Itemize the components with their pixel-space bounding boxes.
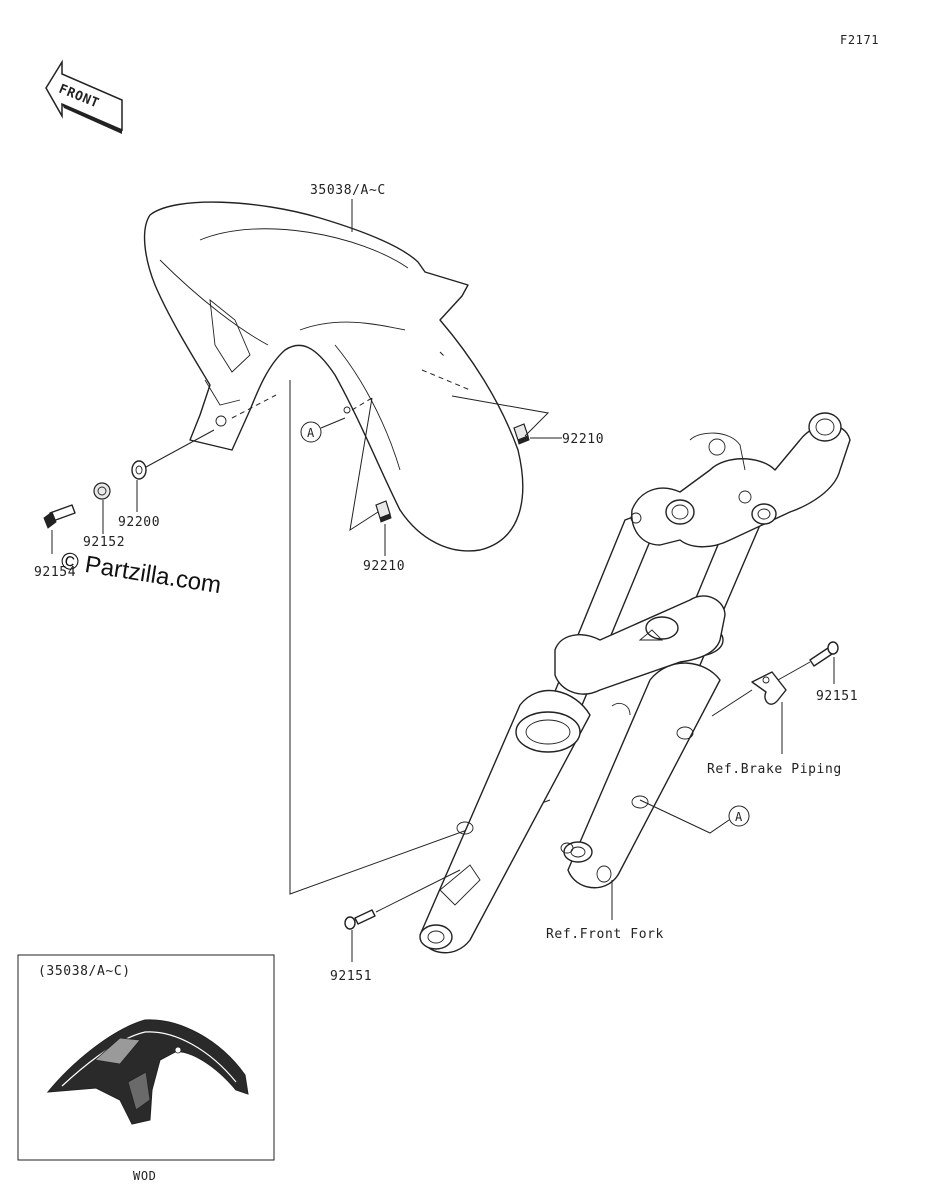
ref-front-fork: Ref.Front Fork (546, 927, 664, 942)
callout-bolt-right: 92151 (816, 689, 858, 704)
callout-nut-lower: 92210 (363, 559, 405, 574)
figure-code: F2171 (840, 33, 879, 47)
inset-fender-illustration (46, 1019, 249, 1125)
callout-nut-right: 92210 (562, 432, 604, 447)
brake-pipe-clamp[interactable] (751, 671, 787, 705)
inset-caption: WOD (133, 1169, 156, 1183)
model-variant-inset: (35038/A~C) (17, 954, 275, 1161)
front-direction-arrow: FRONT (45, 59, 123, 134)
bolt-92154[interactable] (43, 504, 76, 529)
callout-bolt-left: 92154 (34, 565, 76, 580)
front-fender[interactable] (143, 201, 524, 552)
marker-a-fender (300, 421, 322, 443)
bolt-92151-lower[interactable] (344, 909, 376, 930)
callout-fender: 35038/A~C (310, 183, 386, 198)
inset-title: (35038/A~C) (38, 964, 131, 979)
marker-a-fork-label: A (735, 810, 743, 824)
collar-92152[interactable] (93, 482, 111, 500)
callout-bolt-lower: 92151 (330, 969, 372, 984)
callout-collar: 92152 (83, 535, 125, 550)
front-fork-assembly (419, 412, 851, 954)
nut-92210-right[interactable] (513, 423, 530, 445)
nut-92210-lower[interactable] (375, 500, 392, 523)
bolt-92151-right[interactable] (809, 641, 839, 667)
marker-a-fender-label: A (307, 426, 315, 440)
washer-92200[interactable] (131, 460, 147, 480)
ref-brake-piping: Ref.Brake Piping (707, 762, 842, 777)
marker-a-fork (728, 805, 750, 827)
callout-washer: 92200 (118, 515, 160, 530)
watermark: © Partzilla.com (59, 547, 223, 599)
